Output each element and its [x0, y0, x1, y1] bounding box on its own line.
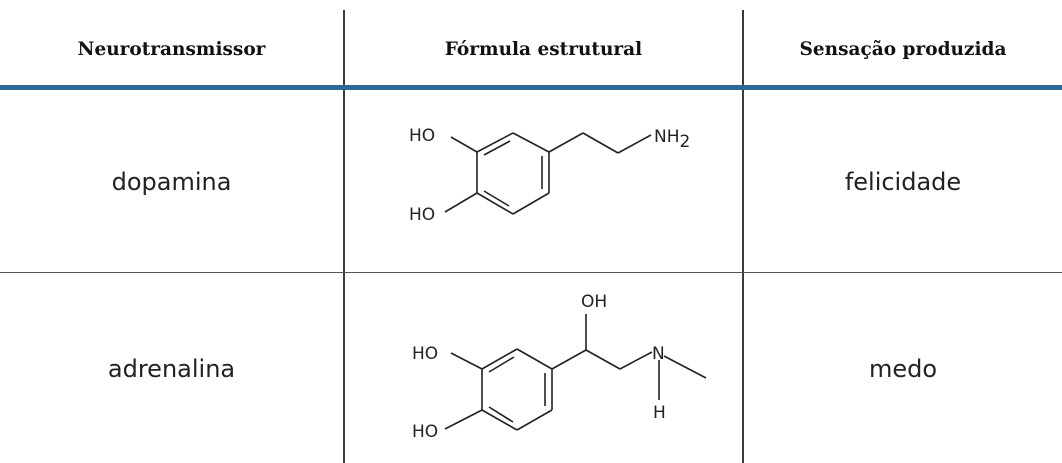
dopamine-structure: HO HO NH2	[409, 126, 690, 225]
header-formula-estrutural: Fórmula estrutural	[444, 38, 643, 60]
dopamine-ho-bottom: HO	[409, 205, 435, 225]
row-dopamina-sensation: felicidade	[844, 168, 962, 196]
dopamine-nh2: NH2	[654, 127, 690, 152]
dopamine-nh: NH	[654, 127, 680, 147]
adrenaline-ho-top: HO	[412, 344, 438, 364]
header-sensacao-produzida: Sensação produzida	[799, 38, 1007, 60]
adrenaline-structure: OH HO HO N H	[412, 292, 707, 442]
row-adrenalina-sensation: medo	[868, 354, 938, 383]
dopamine-nh-subscript: 2	[680, 132, 691, 152]
dopamine-ho-top: HO	[409, 126, 435, 146]
row-rule	[0, 272, 1062, 273]
adrenaline-h: H	[653, 403, 666, 423]
adrenaline-oh: OH	[581, 292, 607, 312]
adrenaline-ho-bottom: HO	[412, 422, 438, 442]
column-divider-1	[343, 10, 345, 463]
row-adrenalina-name: adrenalina	[107, 354, 236, 383]
adrenaline-n: N	[652, 344, 665, 364]
header-rule	[0, 85, 1062, 90]
row-dopamina-name: dopamina	[111, 168, 232, 196]
header-neurotransmissor: Neurotransmissor	[77, 38, 266, 60]
column-divider-2	[742, 10, 744, 463]
